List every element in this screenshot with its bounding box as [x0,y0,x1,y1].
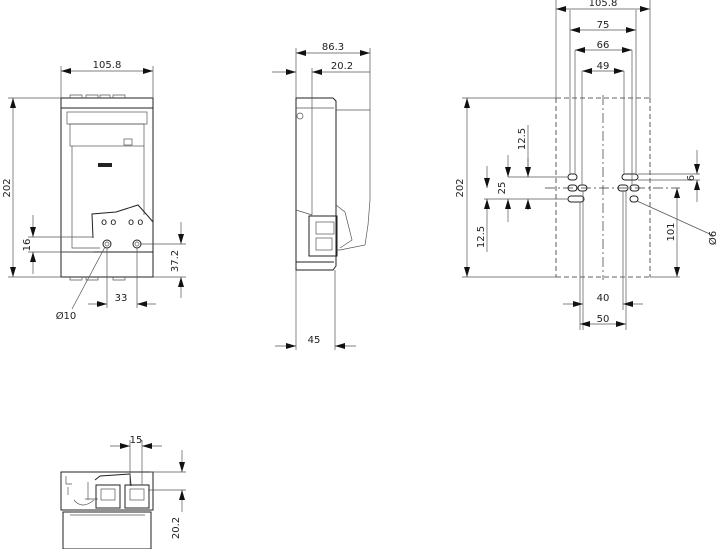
side-offset-label: 20.2 [331,61,353,72]
mount-slot-height-label: 6 [686,175,697,181]
mount-75-label: 75 [597,20,610,31]
front-height-label: 202 [2,178,13,197]
side-view: 86.3 20.2 45 [272,42,371,350]
mount-lower-offset-label: 12.5 [476,226,487,248]
front-view: o o o o 105.8 202 16 37.2 33 Ø10 [2,60,186,322]
terminal-hole-right [132,239,142,249]
label-plate [98,163,112,167]
bottom-view: 15 20.2 [60,435,186,549]
terminal-offset-label: 16 [22,239,33,252]
mount-66-label: 66 [597,40,610,51]
bottom-terminal-width-label: 15 [130,435,143,446]
front-width-label: 105.8 [93,60,122,71]
side-depth-label: 86.3 [322,42,344,53]
svg-text:o o: o o [101,217,116,228]
mount-50-label: 50 [597,314,610,325]
mount-width-label: 105.8 [589,0,618,9]
mount-pitch-label: 25 [497,182,508,195]
terminal-diameter-label: Ø10 [56,310,77,322]
mount-height-label: 202 [455,178,466,197]
mount-49-label: 49 [597,61,610,72]
mount-hole-diameter-label: Ø6 [707,231,719,245]
mount-center-height-label: 101 [666,222,677,241]
mount-upper-offset-label: 12.5 [517,128,528,150]
mounting-slots [567,173,640,203]
bottom-offset-label: 20.2 [171,517,182,539]
terminal-spacing-label: 33 [115,293,128,304]
svg-text:o o: o o [128,217,143,228]
terminal-height-label: 37.2 [170,250,181,272]
side-base-depth-label: 45 [308,335,321,346]
mount-40-label: 40 [597,293,610,304]
mounting-view: 105.8 75 66 49 202 12.5 25 12.5 101 6 Ø6 [455,0,719,330]
terminal-hole-left [102,239,112,249]
